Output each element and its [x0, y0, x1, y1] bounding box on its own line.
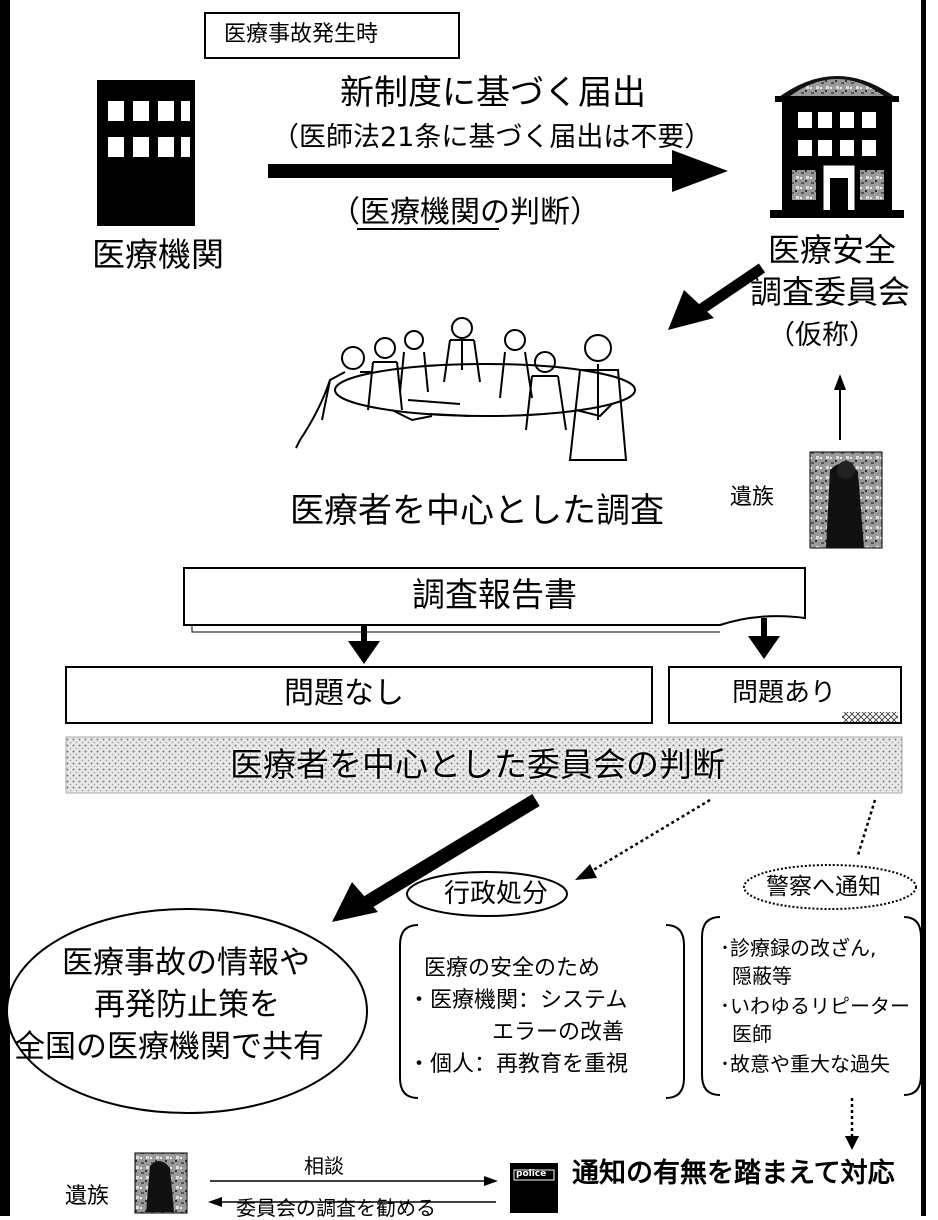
sharing-line3: 全国の医療機関で共有 — [14, 1029, 324, 1065]
committee-judgment-band — [65, 736, 903, 794]
judgment-label: （医療機関の判断） — [330, 198, 600, 228]
police-item-2: ･いわゆるリピーター — [720, 994, 910, 1018]
police-title-ellipse — [743, 864, 917, 910]
sharing-line2: 再発防止策を — [94, 987, 280, 1023]
consult-arrow — [210, 1176, 498, 1186]
committee-note: （仮称） — [768, 320, 876, 351]
institution-label: 医療機関 — [92, 235, 224, 274]
committee-building-icon — [770, 76, 904, 218]
admin-title: 行政処分 — [444, 879, 549, 909]
hospital-building-icon — [97, 80, 195, 226]
police-response: 通知の有無を踏まえて対応 — [572, 1158, 895, 1189]
sharing-ellipse — [6, 908, 368, 1114]
dotted-arrow-police — [856, 799, 877, 856]
down-arrow-problem — [748, 618, 780, 659]
admin-item-2: エラーの改善 — [492, 1020, 625, 1045]
recommend-arrow — [208, 1197, 496, 1207]
admin-item-1: ・医療機関：システム — [408, 988, 628, 1013]
trigger-box — [204, 12, 460, 59]
sharing-line1: 医療事故の情報や — [62, 945, 310, 981]
bereaved-photo-icon — [809, 451, 883, 549]
trigger-label: 医療事故発生時 — [224, 22, 379, 47]
police-badge: police — [516, 1169, 547, 1179]
commission-arrow — [668, 263, 766, 330]
sharing-arrow — [332, 794, 540, 922]
committee-judgment-label: 医療者を中心とした委員会の判断 — [230, 745, 725, 784]
dotted-arrow-response — [845, 1098, 859, 1150]
consult-label: 相談 — [304, 1154, 344, 1178]
report-arrow — [268, 150, 728, 192]
police-item-1: 隠蔽等 — [732, 964, 792, 988]
judgment-underlined: 医療機関 — [360, 195, 480, 230]
admin-title-ellipse — [406, 871, 568, 917]
police-item-3: 医師 — [732, 1022, 772, 1046]
police-item-0: ･診療録の改ざん, — [720, 936, 877, 960]
recommend-label: 委員会の調査を勧める — [236, 1196, 436, 1220]
report-document-label: 調査報告書 — [412, 575, 577, 614]
judgment-prefix: （ — [330, 195, 360, 230]
admin-bracket-right — [665, 924, 685, 1099]
bereaved-label-lower: 遺族 — [65, 1184, 110, 1209]
no-problem-label: 問題なし — [284, 676, 404, 711]
down-arrow-no-problem — [348, 625, 380, 664]
problem-hatch — [842, 712, 898, 722]
report-document-shape — [183, 567, 806, 626]
problem-label: 問題あり — [732, 678, 837, 708]
admin-item-0: 医療の安全のため — [424, 956, 601, 981]
admin-item-3: ・個人：再教育を重視 — [408, 1052, 629, 1077]
no-problem-box — [65, 666, 653, 724]
bereaved-label-upper: 遺族 — [730, 485, 775, 510]
investigation-caption: 医療者を中心とした調査 — [290, 491, 664, 531]
report-note: （医師法21条に基づく届出は不要） — [272, 122, 712, 153]
meeting-people-icon — [295, 317, 636, 461]
bereaved-photo-lower-icon — [134, 1152, 188, 1214]
police-box-icon — [510, 1163, 558, 1213]
police-bracket-left — [701, 916, 721, 1096]
report-title: 新制度に基づく届出 — [340, 73, 646, 113]
police-item-4: ･故意や重大な過失 — [720, 1052, 890, 1076]
judgment-suffix: の判断） — [480, 195, 600, 230]
committee-label-line1: 医療安全 — [768, 231, 897, 269]
committee-label-line2: 調査委員会 — [750, 273, 911, 311]
admin-bracket-left — [399, 924, 419, 1099]
petition-arrow — [834, 374, 846, 440]
dotted-arrow-admin — [575, 798, 711, 880]
police-title: 警察へ通知 — [766, 874, 881, 900]
police-bracket-right — [903, 916, 922, 1096]
